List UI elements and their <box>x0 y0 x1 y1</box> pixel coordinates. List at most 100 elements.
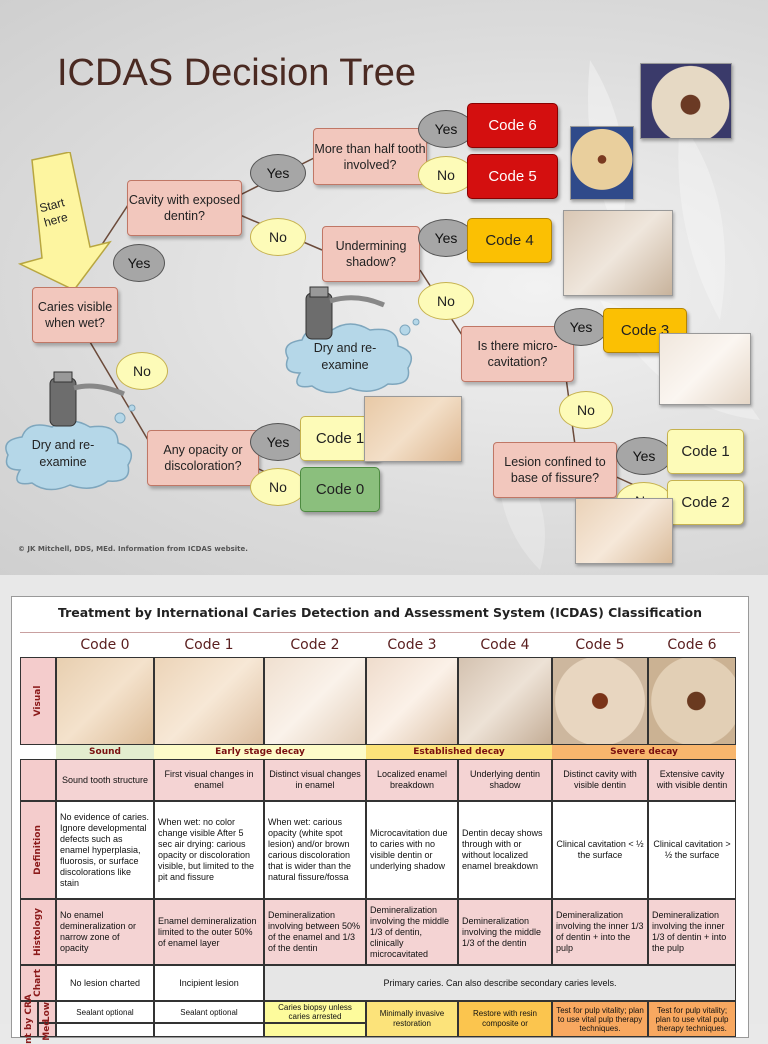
short-desc-code6: Extensive cavity with visible dentin <box>648 759 736 801</box>
start-arrow-icon <box>17 152 112 291</box>
histology-code1: Enamel demineralization limited to the o… <box>154 899 264 965</box>
code-0-result: Code 0 <box>300 467 380 512</box>
code-1-result-confined: Code 1 <box>667 429 744 474</box>
chart-code1: Incipient lesion <box>154 965 264 1001</box>
title-rule <box>20 632 740 633</box>
visual-photo-code6 <box>648 657 736 745</box>
thought-bubbles-left-icon <box>114 404 136 424</box>
treatment-med-code2 <box>264 1023 366 1037</box>
cloud-dry-reexamine-mid: Dry and re-examine <box>313 341 377 372</box>
tooth-photo-code6 <box>640 63 732 139</box>
treatment-table-panel: Treatment by International Caries Detect… <box>0 575 768 1044</box>
row-label-med: Med <box>38 1019 56 1041</box>
row-label-blank <box>20 759 56 801</box>
short-desc-code3: Localized enamel breakdown <box>366 759 458 801</box>
node-cavity-exposed-dentin: Cavity with exposed dentin? <box>127 180 242 236</box>
treatment-low-code1: Sealant optional <box>154 1001 264 1023</box>
visual-photo-code4 <box>458 657 552 745</box>
header-code-2: Code 2 <box>290 637 340 653</box>
row-label-chart: Chart <box>20 965 56 1001</box>
code-6-result: Code 6 <box>467 103 558 148</box>
yes-confined: Yes <box>616 437 672 475</box>
yes-caries: Yes <box>113 244 165 282</box>
no-cavity: No <box>250 218 306 256</box>
short-desc-code0: Sound tooth structure <box>56 759 154 801</box>
definition-code6: Clinical cavitation > ½ the surface <box>648 801 736 899</box>
visual-photo-code3 <box>366 657 458 745</box>
node-opacity-discoloration: Any opacity or discoloration? <box>147 430 259 486</box>
air-syringe-icon-left <box>49 371 125 427</box>
visual-photo-code1 <box>154 657 264 745</box>
no-more-half: No <box>418 156 474 194</box>
treatment-code5: Test for pulp vitality; plan to use vita… <box>552 1001 648 1037</box>
tooth-photo-code2 <box>575 498 673 564</box>
node-undermining-shadow: Undermining shadow? <box>322 226 420 282</box>
code-5-result: Code 5 <box>467 154 558 199</box>
visual-photo-code5 <box>552 657 648 745</box>
row-label-histology: Histology <box>20 899 56 965</box>
definition-code1: When wet: no color change visible After … <box>154 801 264 899</box>
tooth-photo-code5 <box>570 126 634 200</box>
header-code-6: Code 6 <box>667 637 717 653</box>
definition-code0: No evidence of caries. Ignore developmen… <box>56 801 154 899</box>
histology-code3: Demineralization involving the middle 1/… <box>366 899 458 965</box>
definition-code2: When wet: carious opacity (white spot le… <box>264 801 366 899</box>
yes-cavity: Yes <box>250 154 306 192</box>
histology-code0: No enamel demineralization or narrow zon… <box>56 899 154 965</box>
histology-code5: Demineralization involving the inner 1/3… <box>552 899 648 965</box>
stage-established: Established decay <box>366 745 552 759</box>
yes-more-half: Yes <box>418 110 474 148</box>
node-lesion-confined: Lesion confined to base of fissure? <box>493 442 617 498</box>
row-label-low: Low <box>38 1001 56 1023</box>
histology-code6: Demineralization involving the inner 1/3… <box>648 899 736 965</box>
node-micro-cavitation: Is there micro-cavitation? <box>461 326 574 382</box>
treatment-low-code0: Sealant optional <box>56 1001 154 1023</box>
tooth-photo-code1 <box>364 396 462 462</box>
thought-cloud-mid-icon <box>285 318 420 394</box>
decision-tree-panel: ICDAS Decision Tree Start here Caries vi… <box>0 0 768 575</box>
definition-code4: Dentin decay shows through with or witho… <box>458 801 552 899</box>
table-title: Treatment by International Caries Detect… <box>57 605 703 620</box>
yes-micro: Yes <box>554 308 608 346</box>
tooth-photo-code4 <box>563 210 673 296</box>
row-label-visual: Visual <box>20 657 56 745</box>
yes-undermining: Yes <box>418 219 474 257</box>
chart-code0: No lesion charted <box>56 965 154 1001</box>
no-caries: No <box>116 352 168 390</box>
node-more-than-half: More than half tooth involved? <box>313 128 427 185</box>
no-opacity: No <box>250 468 306 506</box>
histology-code2: Demineralization involving between 50% o… <box>264 899 366 965</box>
no-undermining: No <box>418 282 474 320</box>
header-code-1: Code 1 <box>184 637 234 653</box>
stage-sound: Sound <box>56 745 154 759</box>
treatment-code6: Test for pulp vitality; plan to use vita… <box>648 1001 736 1037</box>
no-micro: No <box>559 391 613 429</box>
tooth-photo-code3 <box>659 333 751 405</box>
short-desc-code1: First visual changes in enamel <box>154 759 264 801</box>
treatment-low-code2: Caries biopsy unless caries arrested <box>264 1001 366 1023</box>
histology-code4: Demineralization involving the middle 1/… <box>458 899 552 965</box>
code-2-result: Code 2 <box>667 480 744 525</box>
header-code-3: Code 3 <box>387 637 437 653</box>
treatment-med-code0 <box>56 1023 154 1037</box>
code-4-result: Code 4 <box>467 218 552 263</box>
definition-code5: Clinical cavitation < ½ the surface <box>552 801 648 899</box>
cloud-dry-reexamine-left: Dry and re-examine <box>31 438 95 469</box>
visual-photo-code0 <box>56 657 154 745</box>
stage-early: Early stage decay <box>154 745 366 759</box>
treatment-table: Treatment by International Caries Detect… <box>11 596 749 1044</box>
row-label-definition: Definition <box>20 801 56 899</box>
definition-code3: Microcavitation due to caries with no vi… <box>366 801 458 899</box>
credit-text: © JK Mitchell, DDS, MEd. Information fro… <box>18 545 248 553</box>
air-syringe-icon-mid <box>305 286 385 340</box>
treatment-code4: Restore with resin composite or <box>458 1001 552 1037</box>
page-title: ICDAS Decision Tree <box>57 52 417 94</box>
stage-severe: Severe decay <box>552 745 736 759</box>
header-code-4: Code 4 <box>480 637 530 653</box>
chart-primary-caries: Primary caries. Can also describe second… <box>264 965 736 1001</box>
short-desc-code5: Distinct cavity with visible dentin <box>552 759 648 801</box>
thought-cloud-left-icon <box>5 420 133 491</box>
short-desc-code4: Underlying dentin shadow <box>458 759 552 801</box>
header-code-5: Code 5 <box>575 637 625 653</box>
node-caries-visible: Caries visible when wet? <box>32 287 118 343</box>
